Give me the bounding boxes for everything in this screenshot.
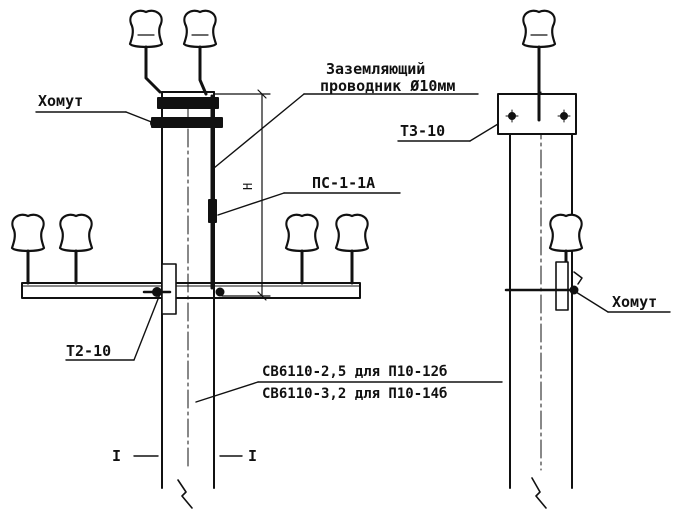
left-clamp-band — [150, 97, 223, 128]
right-top-insulator — [521, 9, 557, 122]
svg-text:Н: Н — [241, 183, 255, 190]
crossarm-insulator-1 — [10, 213, 46, 285]
bracket-t3 — [497, 93, 577, 135]
label-pole-line2: СВ6110-3,2 для П10-14б — [262, 386, 447, 402]
label-ps: ПС-1-1А — [312, 174, 375, 192]
right-side-insulator — [504, 213, 584, 311]
label-pole-line1: СВ6110-2,5 для П10-12б — [262, 364, 447, 380]
right-pole — [509, 91, 573, 509]
crossarm-t2 — [21, 263, 361, 315]
label-ground-line1: Заземляющий — [326, 60, 425, 78]
label-ground-line2: проводник Ø10мм — [320, 77, 455, 95]
label-clamp-right: Хомут — [612, 293, 657, 311]
label-section-right: I — [248, 447, 257, 465]
label-section-left: I — [112, 447, 121, 465]
label-t3: Т3-10 — [400, 122, 445, 140]
label-t2: Т2-10 — [66, 342, 111, 360]
left-top-insulator-2 — [182, 9, 218, 96]
leader-lines-right — [397, 123, 671, 313]
leader-lines-left — [35, 93, 503, 457]
crossarm-insulator-3 — [284, 213, 320, 285]
label-clamp-left: Хомут — [38, 92, 83, 110]
crossarm-insulator-4 — [334, 213, 370, 285]
crossarm-insulator-2 — [58, 213, 94, 285]
left-top-insulator-1 — [128, 9, 164, 94]
